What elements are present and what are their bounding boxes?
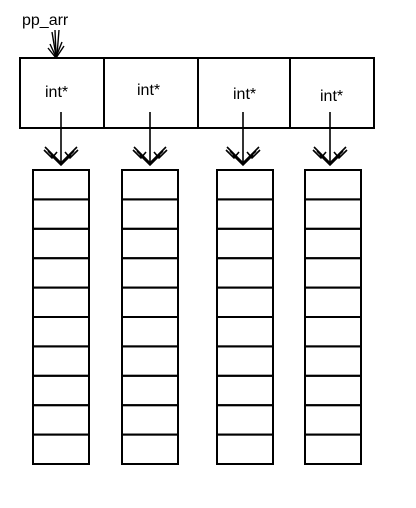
int-array-cell: [216, 345, 274, 377]
int-array-cell: [304, 404, 362, 436]
int-array-cell: [304, 169, 362, 201]
int-array-cell: [32, 286, 90, 319]
int-array-cell: [32, 198, 90, 230]
int-array-cell: [32, 316, 90, 348]
int-array-cell: [121, 286, 179, 319]
int-array: [121, 169, 179, 466]
int-array-cell: [121, 198, 179, 230]
int-array-cell: [304, 374, 362, 407]
int-array-cell: [121, 227, 179, 260]
int-array-cell: [121, 316, 179, 348]
pointer-cell-label: int*: [233, 86, 256, 103]
int-array-cell: [216, 227, 274, 260]
int-array-cell: [216, 374, 274, 407]
pp-arr-label: pp_arr: [22, 12, 69, 29]
int-array-cell: [121, 404, 179, 436]
int-array-cell: [121, 433, 179, 466]
int-array-cell: [216, 433, 274, 466]
int-array-cell: [216, 169, 274, 201]
pointer-arrows: [43, 112, 348, 167]
int-array: [304, 169, 362, 466]
pointer-arrow: [312, 112, 348, 167]
int-array-cell: [304, 433, 362, 466]
int-array-cell: [304, 345, 362, 377]
int-array-cell: [32, 345, 90, 377]
int-arrays: [32, 169, 362, 466]
int-array-cell: [216, 316, 274, 348]
int-array-cell: [32, 374, 90, 407]
pointer-arrow: [225, 112, 261, 167]
int-array-cell: [121, 257, 179, 289]
int-array-cell: [216, 198, 274, 230]
int-array-cell: [304, 227, 362, 260]
pointer-arrow: [43, 112, 79, 167]
pointer-arrow: [132, 112, 168, 167]
int-array-cell: [32, 433, 90, 466]
int-array-cell: [32, 169, 90, 201]
pointer-cell-label: int*: [45, 84, 68, 101]
int-array-cell: [32, 404, 90, 436]
int-array-cell: [216, 404, 274, 436]
int-array-cell: [304, 286, 362, 319]
pp-arr-arrow: [47, 29, 65, 60]
pointer-cell-label: int*: [320, 88, 343, 105]
int-array: [216, 169, 274, 466]
int-array: [32, 169, 90, 466]
pointer-cell-label: int*: [137, 82, 160, 99]
int-array-cell: [304, 316, 362, 348]
int-array-cell: [32, 227, 90, 260]
int-array-cell: [121, 345, 179, 377]
int-array-cell: [216, 286, 274, 319]
int-array-cell: [121, 374, 179, 407]
int-array-cell: [304, 257, 362, 289]
int-array-cell: [304, 198, 362, 230]
int-array-cell: [216, 257, 274, 289]
int-array-cell: [121, 169, 179, 201]
int-array-cell: [32, 257, 90, 289]
